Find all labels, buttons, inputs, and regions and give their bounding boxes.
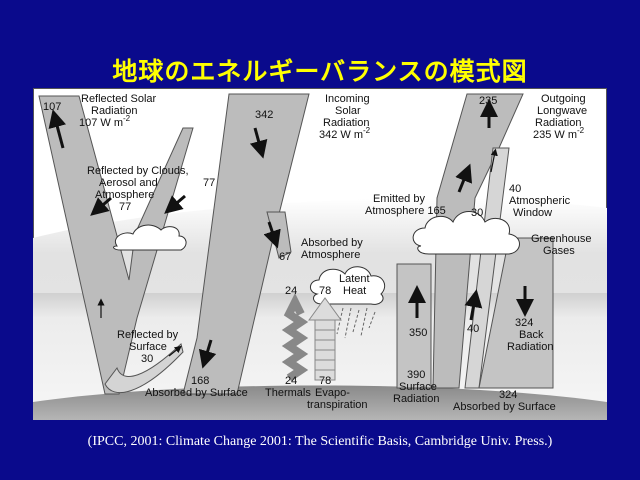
arrow-window-thin [490, 148, 498, 173]
arrow-absorbed-atmosphere [263, 221, 281, 249]
reflected-surface-line3: 30 [141, 353, 153, 365]
arrow-emitted-atmosphere [455, 163, 473, 193]
atmospheric-window-line1: 40 [509, 183, 521, 195]
cloud-reflection-value: 77 [203, 177, 215, 189]
atmospheric-window-line3: Window [513, 207, 552, 219]
back-radiation-line1: 324 [515, 317, 533, 329]
reflected-solar-line1: Reflected Solar [81, 93, 157, 105]
thermals-top-value: 24 [285, 285, 297, 297]
latent-heat-value: 78 [319, 285, 331, 297]
evapotranspiration-value: 78 [319, 375, 331, 387]
greenhouse-gases-line1: Greenhouse [531, 233, 592, 245]
incoming-solar-line2: Solar [335, 105, 361, 117]
reflected-clouds-line4: 77 [119, 201, 131, 213]
surface-radiation-line2: Surface [399, 381, 437, 393]
outgoing-longwave-line1: Outgoing [541, 93, 586, 105]
arrow-reflected-clouds [90, 196, 112, 216]
reflected-solar-line3: 107 W m-2 [79, 114, 131, 129]
rain-streaks [336, 307, 376, 339]
source-caption: (IPCC, 2001: Climate Change 2001: The Sc… [87, 434, 553, 449]
evapotranspiration-line1: Evapo- [315, 387, 350, 399]
absorbed-atmosphere-line2: Atmosphere [301, 249, 360, 261]
surface-radiation-line3: Radiation [393, 393, 439, 405]
emitted-atmosphere-line1: Emitted by [373, 193, 425, 205]
reflected-clouds-line1: Reflected by Clouds, [87, 165, 189, 177]
incoming-solar-line4: 342 W m-2 [319, 126, 371, 141]
thermals-label: Thermals [265, 387, 311, 399]
thermals-bottom-value: 24 [285, 375, 297, 387]
reflected-clouds-line2: Aerosol and [99, 177, 158, 189]
incoming-solar-line1: Incoming [325, 93, 370, 105]
atmospheric-window-line2: Atmospheric [509, 195, 571, 207]
back-radiation-line3: Radiation [507, 341, 553, 353]
arrow-cloud-reflection [164, 194, 186, 214]
emitted-atmosphere-line2: Atmosphere 165 [365, 205, 446, 217]
incoming-solar-value: 342 [255, 109, 273, 121]
absorbed-atmosphere-line1: Absorbed by [301, 237, 363, 249]
absorbed-surface-solar-value: 168 [191, 375, 209, 387]
incoming-solar-line3: Radiation [323, 117, 369, 129]
surface-radiation-line1: 390 [407, 369, 425, 381]
arrow-incoming-solar [249, 127, 268, 159]
cloud-left-icon [113, 224, 187, 251]
absorbed-atmosphere-value: 67 [279, 251, 291, 263]
slide-title: 地球のエネルギーバランスの模式図 [112, 57, 528, 86]
outgoing-longwave-line4: 235 W m-2 [533, 126, 585, 141]
absorbed-surface-lw-label: Absorbed by Surface [453, 401, 556, 413]
absorbed-surface-lw-value: 324 [499, 389, 517, 401]
absorbed-surface-solar-label: Absorbed by Surface [145, 387, 248, 399]
reflected-solar-value: 107 [43, 101, 61, 113]
outgoing-longwave-line2: Longwave [537, 105, 587, 117]
arrow-reflected-solar [48, 109, 67, 149]
surface-reflection-band [104, 343, 184, 394]
cloud-right-icon [412, 211, 520, 255]
thermals-zigzag [281, 293, 309, 382]
energy-balance-diagram: 107 Reflected Solar Radiation 107 W m-2 … [33, 88, 607, 420]
arrow-window-upwelling [464, 289, 483, 321]
window-upwelling-value: 40 [467, 323, 479, 335]
reflected-surface-line1: Reflected by [117, 329, 179, 341]
greenhouse-gases-line2: Gases [543, 245, 575, 257]
reflected-surface-line2: Surface [129, 341, 167, 353]
evapotranspiration-column [308, 297, 342, 381]
reflected-solar-line2: Radiation [91, 105, 137, 117]
latent-heat-line2: Heat [343, 285, 366, 297]
evapotranspiration-line2: transpiration [307, 399, 368, 411]
arrow-absorbed-surface [198, 339, 217, 369]
atmospheric-window-inner: 30 [471, 207, 483, 219]
surface-radiation-up: 350 [409, 327, 427, 339]
incoming-solar-band [182, 93, 310, 395]
latent-heat-line1: Latent [339, 273, 370, 285]
arrow-reflected-surface [168, 345, 182, 357]
outgoing-longwave-line3: Radiation [535, 117, 581, 129]
reflected-clouds-line3: Atmosphere [95, 189, 154, 201]
earth-surface [33, 385, 607, 420]
back-radiation-line2: Back [519, 329, 544, 341]
diagram-svg: 107 Reflected Solar Radiation 107 W m-2 … [33, 88, 607, 420]
outgoing-longwave-value: 235 [479, 95, 497, 107]
